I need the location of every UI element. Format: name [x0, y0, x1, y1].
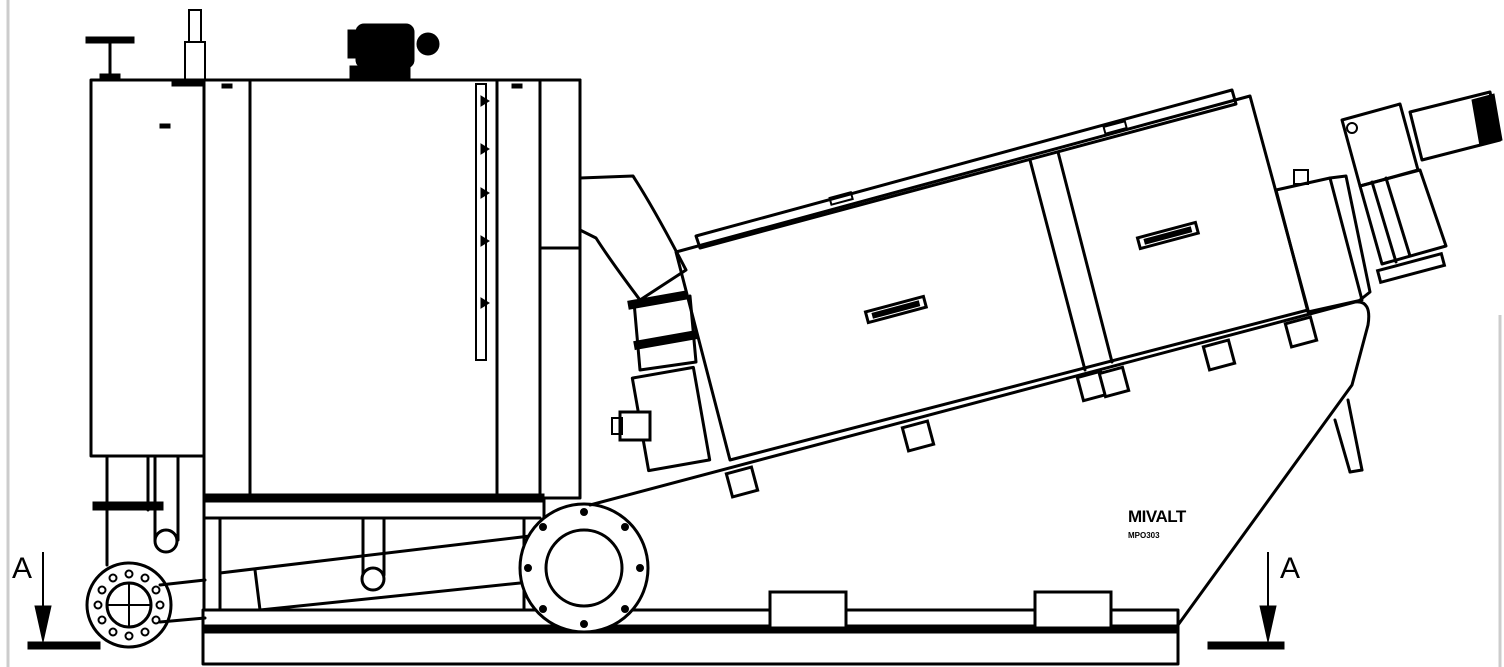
press-support-frame	[588, 300, 1371, 627]
base-frame	[201, 590, 1180, 666]
inlet-flange	[85, 561, 207, 649]
transfer-elbow	[578, 174, 712, 473]
outlet-flange	[518, 502, 650, 634]
model-label: MPO303	[1128, 531, 1160, 540]
section-label-right: A	[1280, 552, 1300, 585]
section-marker-left: A	[12, 552, 101, 650]
brand-plate: MIVALT MPO303	[1128, 507, 1187, 540]
page-frame	[6, 0, 1502, 667]
section-label-left: A	[12, 552, 32, 585]
agitator-motor	[347, 23, 440, 81]
drive-unit	[1274, 90, 1503, 314]
section-marker-right: A	[1207, 552, 1300, 650]
mixing-tank	[202, 78, 582, 612]
screw-press-body	[674, 88, 1319, 499]
left-tank	[85, 9, 206, 567]
brand-label: MIVALT	[1128, 507, 1187, 526]
